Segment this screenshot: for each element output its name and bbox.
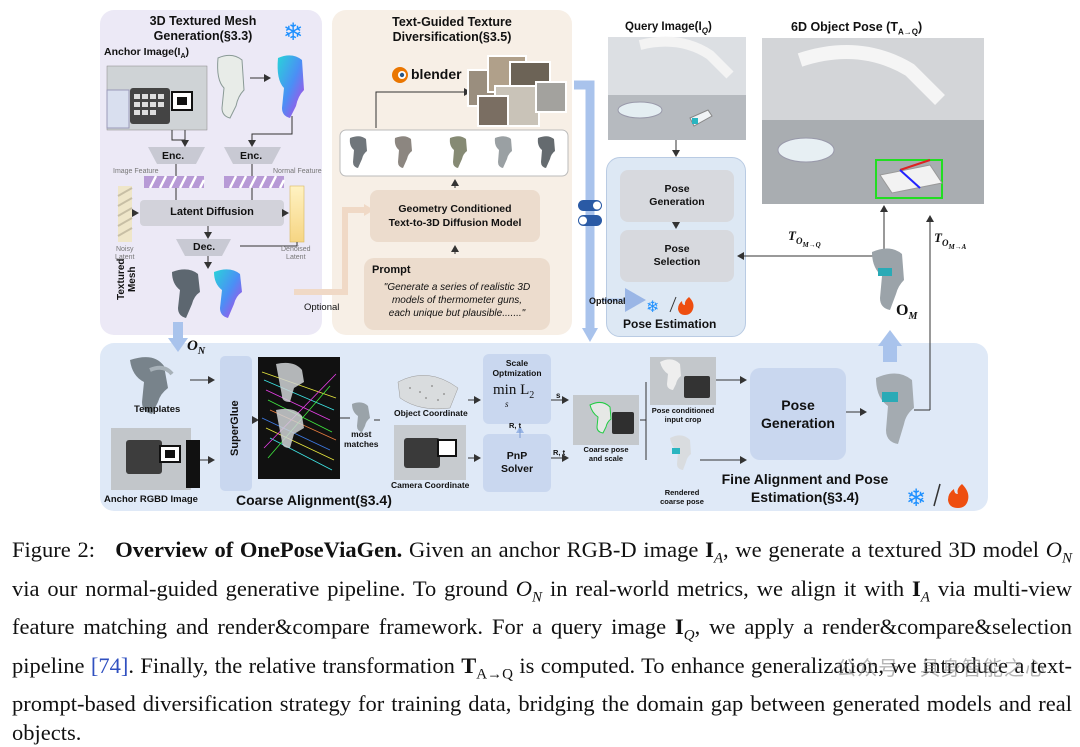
superglue-label: SuperGlue bbox=[229, 400, 241, 456]
anchor-rgbd-label: Anchor RGBD Image bbox=[104, 494, 198, 505]
pnp-solver-label: PnP Solver bbox=[500, 450, 534, 475]
encoder-right: Enc. bbox=[240, 150, 263, 162]
most-matches-label: most matches bbox=[344, 429, 379, 449]
figure: ❄ bbox=[100, 10, 988, 512]
s-arrow-label: s bbox=[556, 391, 561, 400]
camera-coordinate-label: Camera Coordinate bbox=[391, 480, 470, 490]
texture-panel-title: Text-Guided Texture Diversification(§3.5… bbox=[392, 15, 512, 44]
svg-text:❄: ❄ bbox=[906, 484, 926, 512]
blender-logo-text: blender bbox=[411, 66, 462, 82]
decoder-label: Dec. bbox=[193, 241, 216, 253]
6d-pose-title: 6D Object Pose (TA→Q) bbox=[791, 20, 923, 37]
templates-label: Templates bbox=[134, 404, 181, 415]
prompt-box bbox=[364, 258, 550, 330]
caption-figure-label: Figure 2: bbox=[12, 537, 95, 562]
t-om-q-label: TOM→Q bbox=[788, 228, 821, 249]
min-s-subscript: s bbox=[505, 399, 509, 409]
denoised-latent-label: Denoised Latent bbox=[281, 246, 311, 261]
encoder-left: Enc. bbox=[162, 150, 185, 162]
figure-graphics: ❄ bbox=[106, 18, 984, 512]
on-label: ON bbox=[187, 338, 206, 357]
figure-caption: Figure 2: Overview of OnePoseViaGen. Giv… bbox=[12, 537, 1073, 745]
rt-label-right: R, t bbox=[553, 448, 566, 457]
rendered-coarse-label: Rendered coarse pose bbox=[660, 488, 704, 506]
min-l2-formula: min L2 bbox=[493, 382, 535, 401]
query-image-label: Query Image(IQ) bbox=[625, 21, 712, 36]
textured-mesh-label: Textured Mesh bbox=[116, 258, 138, 301]
svg-text:❄: ❄ bbox=[283, 18, 303, 46]
image-feature-label: Image Feature bbox=[113, 168, 159, 175]
fine-alignment-label: Fine Alignment and Pose Estimation(§3.4) bbox=[721, 471, 889, 505]
fine-pose-generation-box: Pose Generation bbox=[761, 397, 835, 431]
prompt-text: "Generate a series of realistic 3D model… bbox=[383, 282, 531, 319]
mesh-panel-title: 3D Textured Mesh Generation(§3.3) bbox=[149, 14, 257, 43]
t-om-a-label: TOM→A bbox=[934, 230, 967, 251]
pose-estimation-label: Pose Estimation bbox=[623, 317, 717, 331]
caption-title: Overview of OnePoseViaGen. bbox=[115, 537, 403, 562]
om-label: OM bbox=[896, 302, 918, 323]
scale-optimization-label: Scale Optmization bbox=[492, 358, 542, 378]
svg-text:❄: ❄ bbox=[646, 297, 659, 316]
optional-label-left: Optional bbox=[304, 302, 340, 313]
anchor-image-label: Anchor Image(IA) bbox=[104, 46, 189, 61]
rt-label-mid: R, t bbox=[509, 421, 522, 430]
pose-generation-box: Pose Generation bbox=[649, 183, 705, 208]
geometry-conditioned-box: Geometry Conditioned Text-to-3D Diffusio… bbox=[370, 190, 540, 242]
prompt-title: Prompt bbox=[372, 264, 411, 276]
object-coordinate-label: Object Coordinate bbox=[394, 408, 468, 418]
reference-link-74[interactable]: [74] bbox=[90, 652, 129, 678]
coarse-alignment-label: Coarse Alignment(§3.4) bbox=[236, 492, 392, 508]
watermark: 公众号 · 具身智能之心 bbox=[836, 658, 1046, 680]
normal-feature-label: Normal Feature bbox=[273, 168, 322, 175]
noisy-latent-label: Noisy Latent bbox=[115, 246, 135, 261]
optional-label-right: Optional bbox=[589, 296, 626, 306]
coarse-pose-label: Coarse pose and scale bbox=[583, 445, 629, 463]
pose-selection-box: Pose Selection bbox=[653, 243, 701, 268]
pose-conditioned-label: Pose conditioned input crop bbox=[651, 406, 715, 424]
latent-diffusion-label: Latent Diffusion bbox=[170, 206, 254, 218]
